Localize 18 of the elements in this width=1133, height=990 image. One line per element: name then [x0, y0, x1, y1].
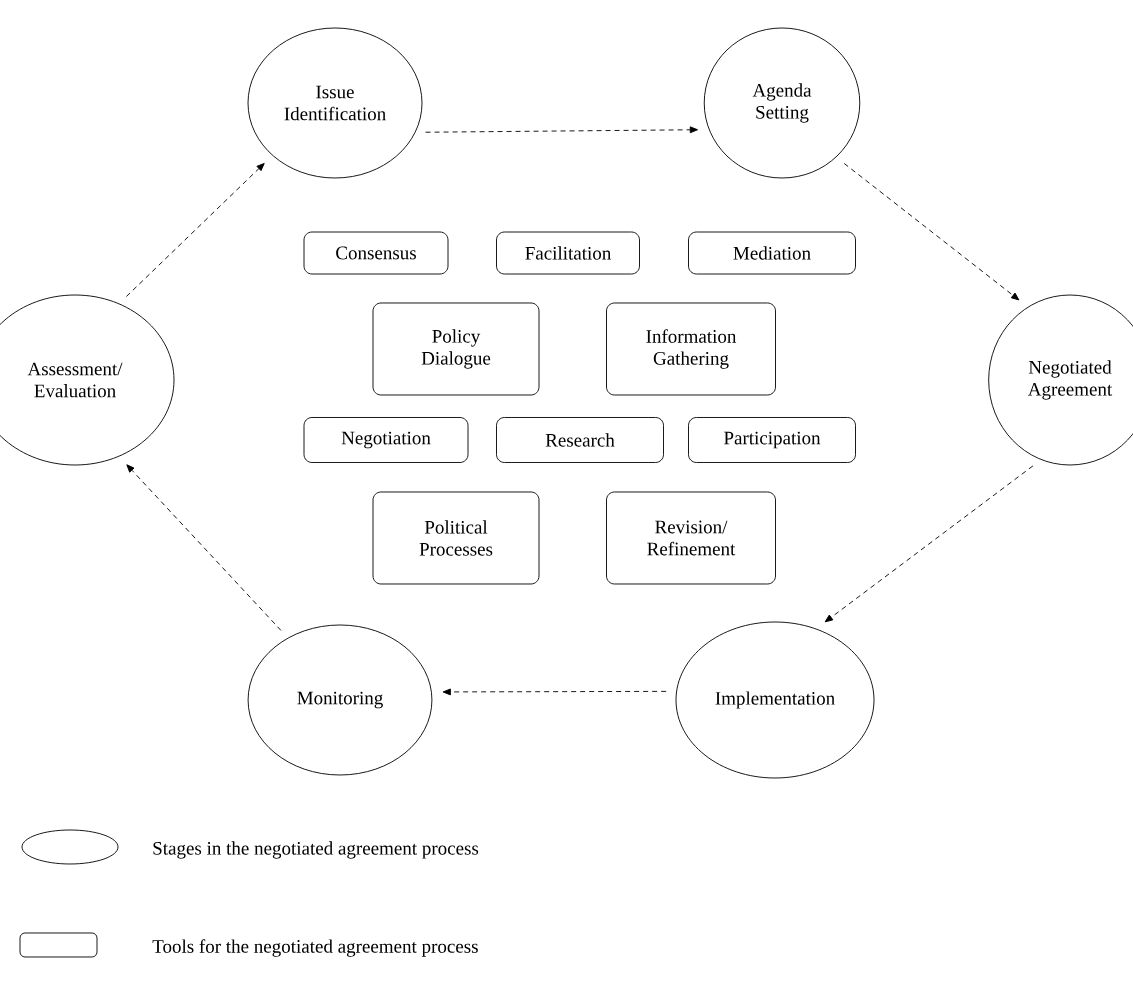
tool-box: Research [496, 417, 664, 463]
arrow [442, 688, 667, 696]
arrow [126, 464, 282, 631]
tool-box: Participation [688, 417, 856, 463]
tool-box: Revision/ Refinement [606, 491, 776, 585]
arrow [425, 126, 699, 134]
legend-item: Tools for the negotiated agreement process [19, 932, 478, 958]
tool-box: Negotiation [303, 417, 469, 463]
arrow [824, 465, 1034, 623]
tool-box: Mediation [688, 231, 856, 275]
tool-box: Political Processes [372, 491, 540, 585]
arrow [843, 163, 1020, 301]
tool-box: Policy Dialogue [372, 302, 540, 396]
tool-box: Information Gathering [606, 302, 776, 396]
legend-item: Stages in the negotiated agreement process [21, 829, 479, 865]
arrow [125, 162, 265, 297]
tool-box: Facilitation [496, 231, 640, 275]
tool-box: Consensus [303, 231, 449, 275]
